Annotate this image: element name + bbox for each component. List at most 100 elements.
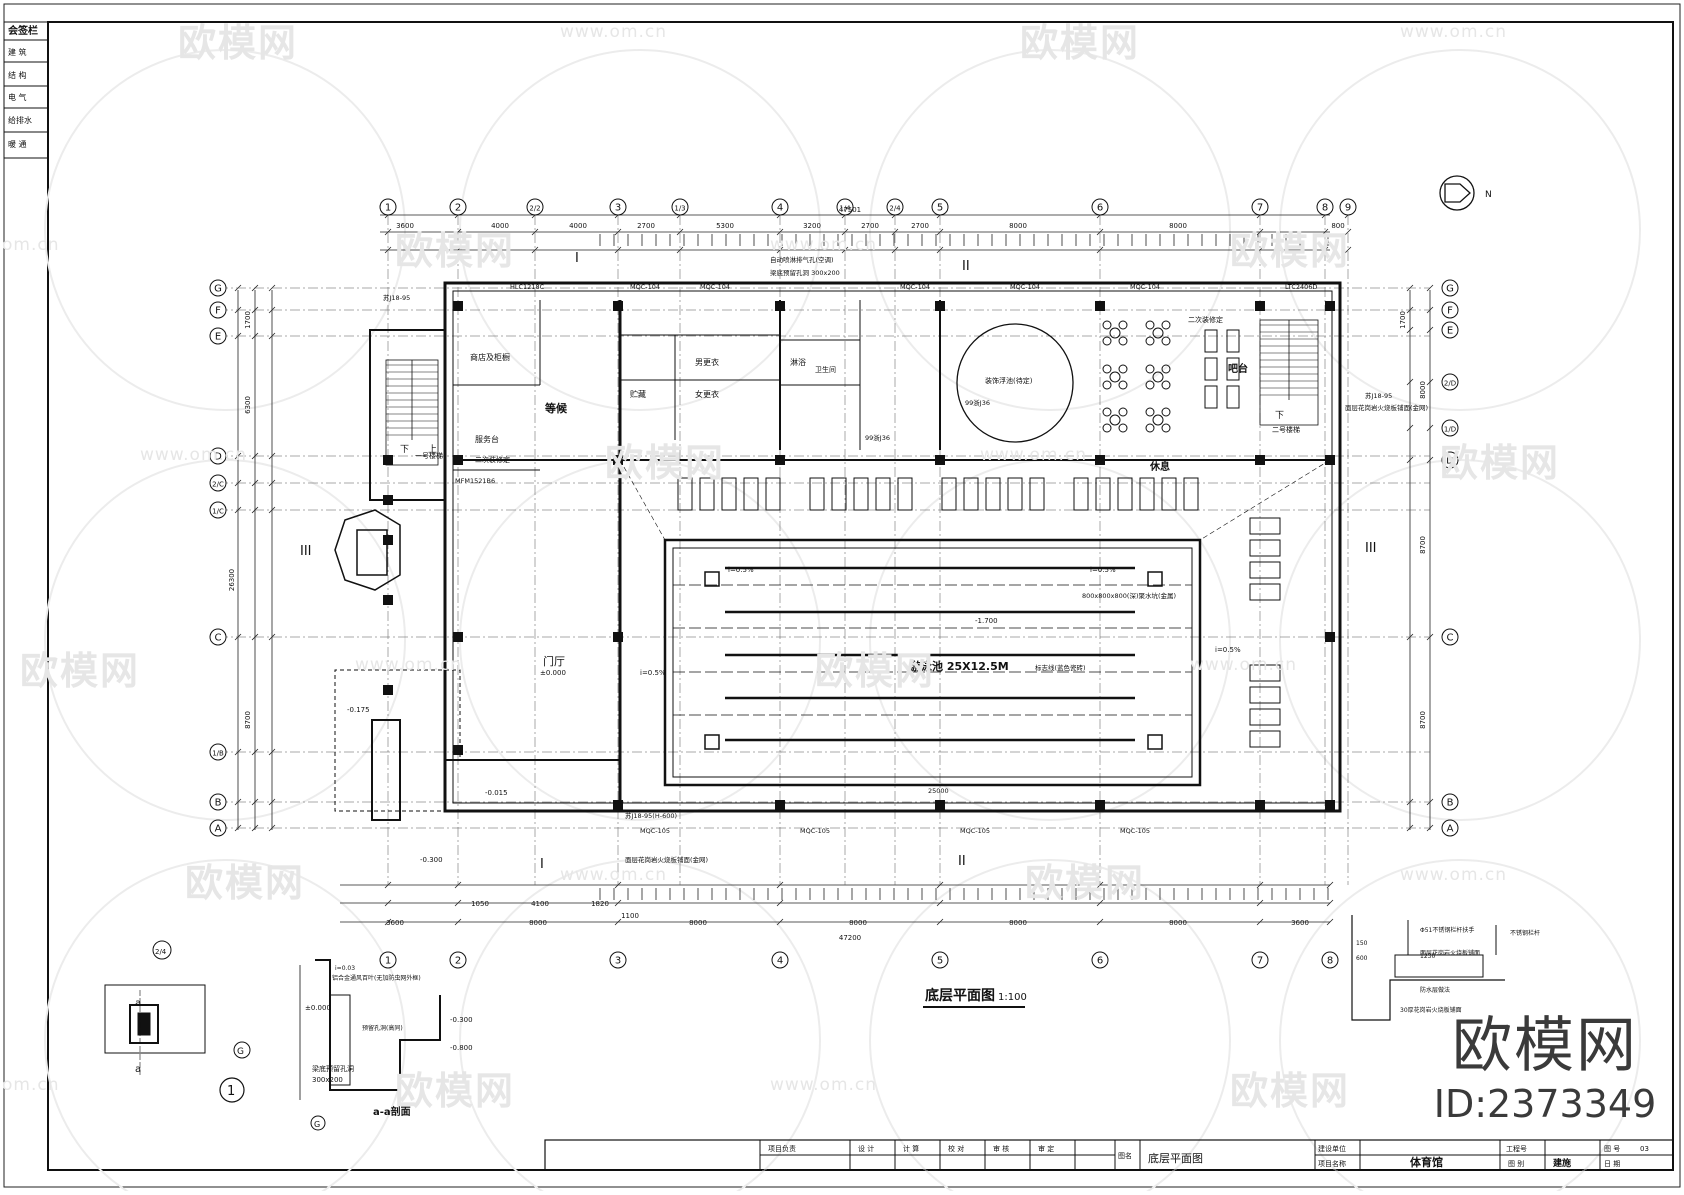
note: 标志线(蓝色瓷砖) — [1035, 663, 1086, 672]
watermark-url: www.om.cn — [770, 1075, 878, 1095]
room-label-pool: 游泳池 25X12.5M — [910, 659, 1009, 673]
level: -0.015 — [485, 789, 508, 797]
watermark-url: www.om.cn — [560, 865, 668, 885]
lounge-chair — [1117, 477, 1133, 511]
elevator-shaft — [334, 509, 401, 591]
watermark-url: www.om.cn — [560, 22, 668, 42]
watermark-logo: 欧模网 — [1020, 21, 1141, 65]
dim-tick — [1326, 918, 1334, 926]
watermark-url: www.om.cn — [1400, 865, 1508, 885]
locker — [1249, 708, 1281, 726]
stair-down-mark: 下 — [1275, 411, 1284, 421]
dim-tick — [1096, 246, 1104, 254]
dim-bottom: 8000 — [529, 919, 547, 927]
dim-left: 6300 — [244, 396, 252, 414]
locker — [1249, 686, 1281, 704]
window-tag: MQC-105 — [1120, 827, 1150, 835]
column — [1095, 455, 1105, 465]
window-tag: MQC-104 — [1130, 283, 1160, 291]
room-label-renovate2: 二次装修定 — [475, 455, 510, 464]
dim-tick — [1426, 456, 1434, 464]
column — [383, 495, 393, 505]
room-label-rest: 休息 — [1149, 460, 1170, 473]
window-tag: MQC-104 — [1010, 283, 1040, 291]
watermark-url: www.om.cn — [1400, 22, 1508, 42]
dim-tick — [614, 246, 622, 254]
north-label: N — [1485, 190, 1492, 200]
brand-stamp: 欧模网 ID:2373349 — [1405, 1010, 1684, 1126]
outer-border — [3, 3, 1681, 1188]
level: i=0.5% — [728, 566, 754, 574]
window-tag: LTC2406D — [1285, 283, 1317, 291]
chair — [1161, 336, 1171, 346]
axis-bubble — [209, 447, 227, 465]
watermark-logo: 欧模网 — [1440, 441, 1561, 485]
edge-note: 30厚花岗岩火烧板铺面 — [1400, 1006, 1462, 1014]
column — [453, 632, 463, 642]
dim-tick — [841, 246, 849, 254]
column — [613, 455, 623, 465]
table — [1109, 371, 1121, 383]
window-tag: MQC-104 — [700, 283, 730, 291]
chair — [1161, 380, 1171, 390]
room-label-service-desk: 服务台 — [475, 434, 499, 444]
axis-label: 2 — [455, 956, 461, 967]
dim-right: 1700 — [1399, 311, 1407, 329]
axis-label: 2/D — [1444, 380, 1456, 388]
dim-bottom-inner: 1050 — [471, 900, 489, 908]
drawing-notes: 自动喷淋排气孔(空调) 梁底预留孔洞 300x200 800x800x800(深… — [383, 255, 1428, 864]
dim-tick — [1256, 918, 1264, 926]
dim-bottom: 3600 — [1291, 919, 1309, 927]
watermark-url: www.om.cn — [355, 655, 463, 675]
axis-bubble — [1441, 321, 1459, 339]
axis-grid-lines — [218, 215, 1430, 885]
axis-label: 2/2 — [529, 205, 540, 213]
level: -1.700 — [975, 617, 998, 625]
axis-label: A — [1447, 824, 1454, 835]
axis-label: 3 — [615, 956, 621, 967]
room-label-stair2: 二号楼梯 — [1272, 425, 1300, 434]
dim-tick — [614, 918, 622, 926]
lounge-chair — [809, 477, 825, 511]
note: 800x800x800(深)聚水坑(金属) — [1082, 591, 1176, 600]
watermark-logo: 欧模网 — [815, 649, 936, 693]
column — [383, 455, 393, 465]
axis-label: 1 — [385, 956, 391, 967]
dim-tick — [384, 899, 392, 907]
locker — [1249, 583, 1281, 601]
table — [1109, 327, 1121, 339]
level-marks: ±0.000 -0.015 -0.175 -0.300 -1.700 i=0.5… — [347, 566, 1241, 864]
axis-label: D — [214, 452, 222, 463]
chair — [1118, 423, 1128, 433]
bar-seat — [1204, 329, 1218, 353]
watermark-url: om.cn — [2, 235, 60, 255]
window-tag: MQC-105 — [640, 827, 670, 835]
edge-note: 不锈钢栏杆 — [1510, 929, 1540, 937]
level: -0.175 — [347, 706, 370, 714]
column — [383, 595, 393, 605]
column — [775, 455, 785, 465]
axis-bubble — [1251, 198, 1269, 216]
sheet-no-label: 图 号 — [1604, 1145, 1620, 1153]
lounge-chair — [1095, 477, 1111, 511]
axis-bubble — [1316, 198, 1334, 216]
axis-bubble — [671, 198, 689, 216]
section-aa-note: ±0.000 — [305, 1004, 331, 1012]
dim-top: 2700 — [861, 222, 879, 230]
building-walls — [334, 281, 1342, 821]
axis-bubble — [449, 951, 467, 969]
room-label-decor-pool: 装饰浮池(待定) — [985, 376, 1033, 385]
dim-bottom-inner: 1820 — [591, 900, 609, 908]
column — [453, 301, 463, 311]
column — [935, 800, 945, 810]
sign-row: 给排水 — [8, 115, 32, 125]
dim-right: 8000 — [1419, 381, 1427, 399]
lounge-chairs — [677, 477, 1281, 748]
watermark-arcs — [44, 49, 1641, 1195]
section-mark: III — [300, 544, 312, 559]
axis-bubble — [771, 198, 789, 216]
axis-label: A — [215, 824, 222, 835]
lounge-chair — [1183, 477, 1199, 511]
locker — [1249, 517, 1281, 535]
